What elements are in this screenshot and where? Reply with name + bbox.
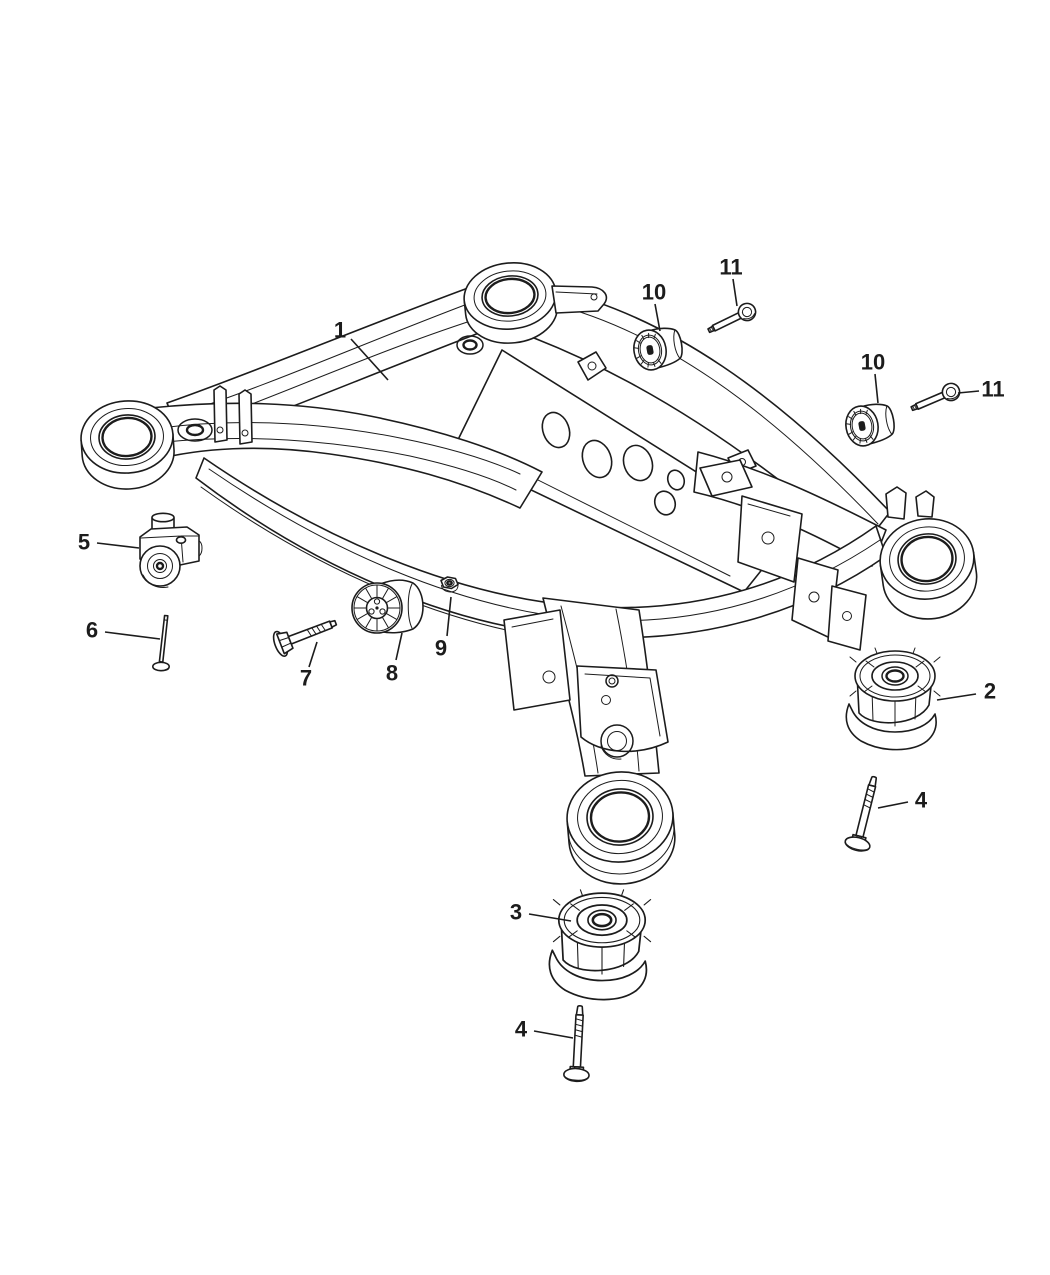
left-arm xyxy=(149,335,543,509)
spring-seat-bottom xyxy=(566,771,676,885)
callout-leader-bolt-small-right xyxy=(957,390,980,394)
rear-face-panel xyxy=(451,349,793,593)
callout-leader-bolt-long-bottom xyxy=(533,1030,574,1039)
callout-leader-bushing-ribbed xyxy=(395,632,403,661)
callout-leader-bolt-hex-flange xyxy=(308,641,318,668)
part-8-ribbed-bushing-icon xyxy=(351,579,424,634)
top-ring-bracket xyxy=(551,285,608,314)
callout-label-crossmember: 1 xyxy=(334,318,346,343)
part-6-stud-icon xyxy=(152,614,171,672)
callout-leader-crossmember xyxy=(350,338,389,381)
callout-label-nut-flange: 9 xyxy=(435,636,447,661)
callout-label-stud-long: 6 xyxy=(86,618,98,643)
callout-label-bushing-cradle-bottom: 3 xyxy=(510,900,522,925)
callout-label-bolt-hex-flange: 7 xyxy=(300,666,312,691)
callout-leader-bolt-long-right xyxy=(877,801,909,809)
part-7-bolt-icon xyxy=(272,619,338,657)
part-2-bushing-icon xyxy=(845,646,942,751)
part-10-bushing-right-icon xyxy=(841,399,898,450)
callout-label-bolt-small-right: 11 xyxy=(981,377,1004,402)
callout-leader-bolt-small-left xyxy=(732,278,738,307)
callout-label-bolt-small-left: 11 xyxy=(719,255,742,280)
right-arm xyxy=(693,451,935,567)
callout-layer: 1 10 11 10 11 2 4 5 6 7 8 9 3 4 xyxy=(78,255,1005,1042)
callout-leader-nut-flange xyxy=(446,596,452,637)
bottom-arm xyxy=(503,597,669,777)
callout-leader-bushing-small-left xyxy=(654,303,661,332)
callout-label-bushing-small-left: 10 xyxy=(642,280,666,305)
part-3-bushing-icon xyxy=(548,888,652,1001)
callout-label-damper-bracket: 5 xyxy=(78,530,90,555)
callout-leader-bushing-cradle-right xyxy=(936,693,977,701)
part-11-bolt-right-icon xyxy=(907,379,964,418)
right-bracket-cluster xyxy=(737,495,867,651)
part-1-crossmember-drawing xyxy=(80,262,978,885)
callout-label-bushing-cradle-right: 2 xyxy=(984,679,996,704)
callout-label-bushing-small-right: 10 xyxy=(861,350,885,375)
callout-leader-damper-bracket xyxy=(96,542,140,549)
part-9-nut-icon xyxy=(440,576,459,593)
part-5-damper-bracket-icon xyxy=(139,512,203,588)
callout-label-bolt-long-right: 4 xyxy=(915,788,928,813)
part-4-bolt-bottom-icon xyxy=(562,1004,594,1083)
callout-label-bushing-ribbed: 8 xyxy=(386,661,398,686)
callout-leader-stud-long xyxy=(104,631,161,640)
callout-leader-bushing-cradle-bottom xyxy=(528,913,572,922)
part-11-bolt-left-icon xyxy=(704,299,760,340)
callout-label-bolt-long-bottom: 4 xyxy=(515,1017,528,1042)
callout-leader-bushing-small-right xyxy=(874,373,879,404)
spring-seat-left xyxy=(80,400,175,490)
part-4-bolt-right-icon xyxy=(842,772,888,855)
spring-seat-right xyxy=(879,518,978,620)
